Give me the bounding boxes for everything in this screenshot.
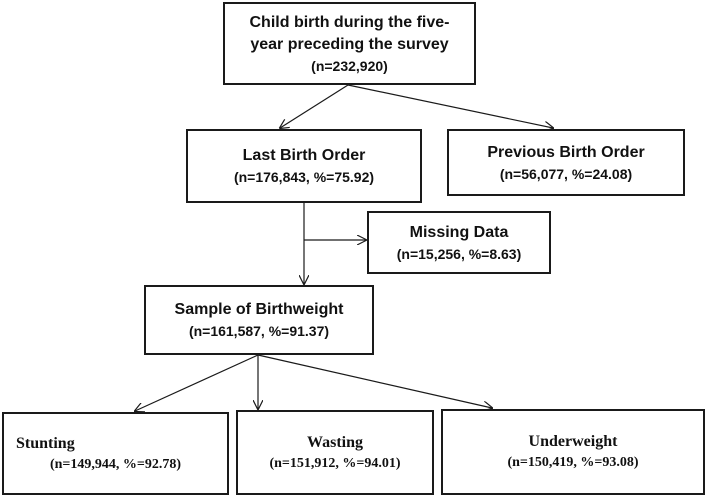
previous-birth-order-title: Previous Birth Order <box>487 143 645 161</box>
missing-data-title: Missing Data <box>409 223 509 241</box>
previous-birth-order-node: Previous Birth Order (n=56,077, %=24.08) <box>447 129 685 196</box>
root-count: (n=232,920) <box>311 57 388 74</box>
sample-birthweight-count: (n=161,587, %=91.37) <box>188 323 330 339</box>
wasting-title: Wasting <box>306 433 363 451</box>
last-birth-order-count: (n=176,843, %=75.92) <box>233 169 375 185</box>
arrow-root-to-last-birth <box>280 84 349 128</box>
missing-data-node: Missing Data (n=15,256, %=8.63) <box>367 211 551 274</box>
previous-birth-order-count: (n=56,077, %=24.08) <box>499 165 633 182</box>
root-title-line2: year preceding the survey <box>250 35 449 53</box>
arrow-sample-to-stunting <box>135 354 259 411</box>
sample-birthweight-node: Sample of Birthweight (n=161,587, %=91.3… <box>144 285 374 355</box>
missing-data-count: (n=15,256, %=8.63) <box>396 245 522 262</box>
wasting-count: (n=151,912, %=94.01) <box>269 455 401 471</box>
stunting-count: (n=149,944, %=92.78) <box>49 456 182 472</box>
arrow-sample-to-underweight <box>257 354 492 408</box>
last-birth-order-title: Last Birth Order <box>242 147 366 164</box>
sample-birthweight-title: Sample of Birthweight <box>174 301 344 318</box>
underweight-node: Underweight (n=150,419, %=93.08) <box>441 409 705 495</box>
stunting-title: Stunting <box>16 434 75 452</box>
underweight-title: Underweight <box>528 433 618 450</box>
stunting-node: Stunting (n=149,944, %=92.78) <box>2 412 229 495</box>
root-title-line1: Child birth during the five- <box>249 13 450 31</box>
arrow-root-to-previous-birth <box>347 84 553 128</box>
wasting-node: Wasting (n=151,912, %=94.01) <box>236 410 434 495</box>
root-node: Child birth during the five- year preced… <box>223 2 476 85</box>
underweight-count: (n=150,419, %=93.08) <box>507 455 639 470</box>
last-birth-order-node: Last Birth Order (n=176,843, %=75.92) <box>186 129 422 203</box>
